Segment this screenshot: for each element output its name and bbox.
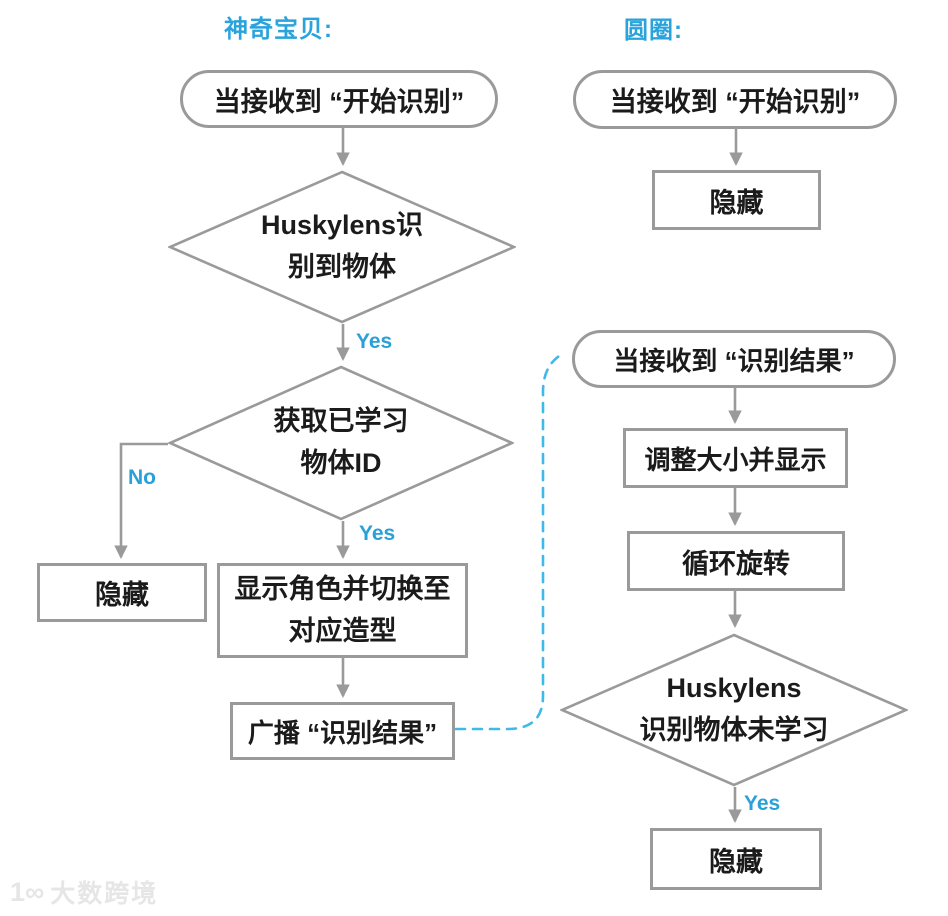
decision3-text-line1: Huskylens (666, 673, 802, 704)
left-hide-label: 隐藏 (95, 580, 149, 610)
node-left-hide: 隐藏 (37, 563, 207, 622)
branch-label-no: No (128, 466, 156, 489)
right-hide2-label: 隐藏 (709, 846, 763, 877)
node-left-start-label: 当接收到 “开始识别” (213, 86, 465, 117)
node-resize-show: 调整大小并显示 (623, 428, 848, 488)
dashed-broadcast-connector (454, 351, 566, 731)
decision2-text-line2: 物体ID (300, 448, 382, 478)
node-loop-rotate: 循环旋转 (627, 531, 845, 591)
right-start1-label: 当接收到 “开始识别” (609, 87, 861, 117)
watermark-logo-icon: 1∞ (10, 876, 45, 907)
decision2-text-line1: 获取已学习 (273, 406, 409, 437)
node-right-hide-2: 隐藏 (650, 828, 822, 890)
arrow-decision2-no-to-hide (114, 442, 168, 560)
broadcast-label: 广播 “识别结果” (247, 717, 438, 748)
loop-rotate-label: 循环旋转 (682, 548, 790, 579)
right-column-title: 圆圈: (624, 17, 683, 44)
right-start2-label: 当接收到 “识别结果” (613, 345, 855, 376)
show-character-line1: 显示角色并切换至 (234, 573, 451, 604)
decision1-text-line2: 别到物体 (288, 252, 396, 282)
diamond-shape (168, 365, 514, 521)
node-decision-object-not-learned: Huskylens 识别物体未学习 (560, 633, 908, 787)
node-decision-get-learned-id: 获取已学习 物体ID (168, 365, 514, 521)
show-character-line2: 对应造型 (288, 615, 397, 646)
watermark-text: 大数跨境 (50, 880, 159, 908)
watermark: 1∞ 大数跨境 (10, 874, 158, 910)
node-right-hide-1: 隐藏 (652, 170, 821, 230)
right-hide1-label: 隐藏 (709, 187, 764, 218)
node-right-start-event-1: 当接收到 “开始识别” (573, 70, 897, 129)
node-show-character: 显示角色并切换至对应造型 (217, 563, 468, 658)
decision1-text-line1: Huskylens识 (260, 210, 424, 241)
branch-label-yes-1: Yes (356, 330, 393, 353)
left-column-title: 神奇宝贝: (224, 16, 333, 43)
diamond-shape (560, 633, 908, 787)
branch-label-yes-3: Yes (744, 792, 781, 815)
node-right-start-event-2: 当接收到 “识别结果” (572, 330, 896, 388)
decision3-text-line2: 识别物体未学习 (639, 715, 829, 745)
node-left-start-event: 当接收到 “开始识别” (180, 70, 498, 128)
diamond-shape (168, 170, 516, 324)
node-decision-huskylens-detects: Huskylens识 别到物体 (168, 170, 516, 324)
branch-label-yes-2: Yes (359, 522, 396, 545)
node-broadcast-result: 广播 “识别结果” (230, 702, 455, 760)
resize-show-label: 调整大小并显示 (644, 444, 827, 475)
show-character-label: 显示角色并切换至对应造型 (235, 569, 451, 653)
